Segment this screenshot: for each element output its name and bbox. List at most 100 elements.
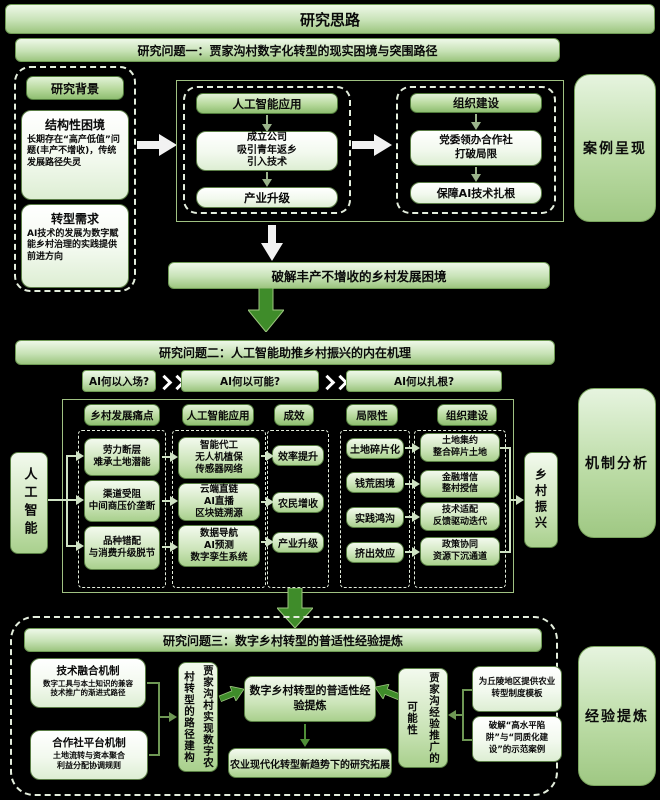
section-flow-arrow [248, 288, 284, 332]
section2-header: 研究问题二：人工智能助推乡村振兴的内在机理 [15, 340, 555, 365]
painpoint-item: 品种错配 与消费升级脱节 [84, 526, 160, 570]
right-arrow-icon [170, 542, 178, 552]
connector-line [405, 483, 414, 485]
connector-line [475, 114, 477, 123]
research-expansion-box: 农业现代化转型新趋势下的研究拓展 [228, 748, 392, 778]
industry-upgrade-box: 产业升级 [196, 187, 338, 208]
connector-line [261, 501, 269, 503]
right-arrow-icon [169, 712, 177, 722]
section1-left-group [14, 66, 136, 292]
section-flow-arrow [277, 588, 313, 628]
down-arrow-icon [471, 122, 481, 130]
experience-promotion-box: 贾家沟经验推广的可能性 [398, 668, 448, 768]
connector-line [160, 716, 170, 718]
coop-platform-box: 合作社平台机制 土地流转与资本聚合 利益分配协调规则 [30, 730, 148, 780]
left-arrow-icon [448, 710, 456, 720]
limit-item: 土地碎片化 [346, 438, 404, 459]
connector-line [464, 689, 472, 691]
col-painpoints-group [78, 430, 166, 588]
section1-header: 研究问题一：贾家沟村数字化转型的现实困境与突围路径 [15, 38, 560, 62]
section3-header: 研究问题三：数字乡村转型的普适性经验提炼 [24, 628, 542, 652]
down-arrow [261, 225, 283, 261]
right-arrow-icon [170, 496, 178, 506]
right-arrow-icon [516, 495, 524, 505]
col-painpoints-header: 乡村发展痛点 [84, 404, 160, 426]
trap-demo-box: 破解“高水平陷阱”与“同质化建设”的示范案例 [472, 716, 562, 762]
painpoint-item: 渠道受阻 中间商压价垄断 [84, 480, 160, 522]
connector-line [261, 541, 269, 543]
org-building-header: 组织建设 [410, 93, 542, 113]
connector-line [66, 545, 76, 547]
connector-line [405, 447, 414, 449]
connector-line [304, 724, 306, 740]
down-arrow-icon [262, 179, 272, 187]
path-construction-box: 贾家沟村实现数字农村转型的路径建构 [178, 662, 218, 772]
mechanism-analysis-panel: 机制分析 [578, 388, 656, 538]
connector-line [149, 754, 159, 756]
result-item: 农民增收 [272, 492, 324, 513]
connector-line [511, 499, 518, 501]
ai-application-group [183, 86, 351, 214]
org-item: 技术适配 反馈驱动迭代 [420, 502, 500, 531]
org-building-group [396, 86, 556, 214]
connector-line [462, 689, 464, 741]
ai-application-header: 人工智能应用 [196, 93, 338, 114]
ai-app-item: 云端直链 AI直播 区块链溯源 [178, 483, 260, 521]
connector-line [266, 115, 268, 125]
coop-breakthrough-box: 党委领办合作社 打破局限 [410, 130, 542, 166]
ai-app-item: 数据导航 AI预测 数字孪生系统 [178, 525, 260, 567]
right-arrow [352, 134, 392, 156]
right-arrow-icon [412, 512, 420, 522]
question-ai-entry: AI何以入场? [82, 370, 156, 392]
right-arrow-icon [412, 547, 420, 557]
painpoint-item: 劳力断层 难承土地潜能 [84, 438, 160, 476]
connector-line [261, 455, 269, 457]
tech-fusion-desc: 数字工具与本土知识的兼容 技术推广的渐进式路径 [43, 679, 133, 698]
connector-line [266, 172, 268, 180]
connector-line [162, 500, 171, 502]
coop-platform-desc: 土地流转与资本聚合 利益分配协调规则 [53, 751, 125, 770]
experience-refinement-panel: 经验提炼 [578, 646, 656, 786]
col-ai-app-header: 人工智能应用 [182, 404, 254, 426]
col-limits-header: 局限性 [346, 404, 398, 426]
connector-line [48, 499, 66, 501]
down-arrow-icon [471, 174, 481, 182]
right-arrow-icon [170, 452, 178, 462]
connector-line [509, 447, 511, 553]
org-item: 土地集约 整合碎片土地 [420, 433, 500, 462]
hilly-template-box: 为丘陵地区提供农业转型制度模板 [472, 666, 562, 712]
result-item: 效率提升 [272, 445, 324, 466]
connector-line [66, 455, 76, 457]
ai-steps-box: 成立公司 吸引青年返乡 引入技术 [196, 131, 338, 171]
right-arrow-icon [76, 451, 84, 461]
connector-line [66, 499, 76, 501]
right-arrow-icon [412, 479, 420, 489]
connector-line [405, 516, 414, 518]
ai-side-box: 人工智能 [10, 452, 48, 554]
connector-line [452, 714, 462, 716]
right-arrow-icon [266, 451, 274, 461]
connector-line [405, 551, 414, 553]
connector-line [147, 682, 159, 684]
col-org-header: 组织建设 [437, 404, 497, 426]
connector-line [475, 167, 477, 175]
tech-fusion-title: 技术融合机制 [56, 665, 120, 677]
limit-item: 实践鸿沟 [346, 507, 404, 528]
result-item: 产业升级 [272, 532, 324, 553]
col-ai-app-group [172, 430, 266, 588]
section1-flow-frame [176, 80, 564, 222]
col-results-header: 成效 [274, 404, 314, 426]
question-ai-rooting: AI何以扎根? [346, 370, 502, 392]
right-arrow-icon [266, 497, 274, 507]
coop-platform-title: 合作社平台机制 [52, 737, 126, 749]
right-arrow [137, 134, 177, 156]
org-item: 政策协同 资源下沉通道 [420, 537, 500, 566]
transition-need-box: 转型需求 AI技术的发展为数字赋能乡村治理的实践提供前进方向 [21, 204, 129, 288]
case-presentation-panel: 案例呈现 [574, 74, 656, 222]
diagonal-arrow [218, 685, 245, 703]
down-arrow-icon [300, 739, 310, 747]
connector-line [464, 739, 472, 741]
ai-app-item: 智能代工 无人机植保 传感器网络 [178, 437, 260, 479]
ai-rooting-box: 保障AI技术扎根 [410, 182, 542, 204]
